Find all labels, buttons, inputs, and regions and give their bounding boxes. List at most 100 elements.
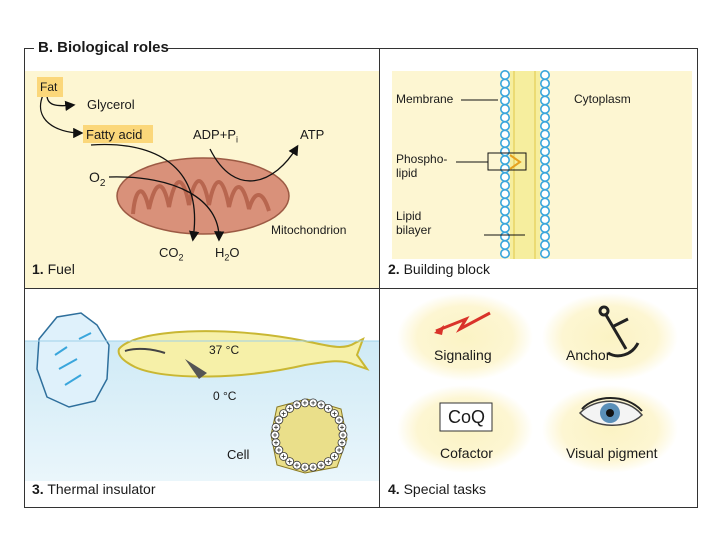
phospholipid-head	[500, 248, 511, 259]
phospholipid-head	[500, 180, 511, 191]
visual-glow	[542, 385, 678, 473]
phospholipid-head	[540, 95, 551, 106]
phospholipid-head	[500, 240, 511, 251]
phospholipid-head	[500, 95, 511, 106]
phospholipid-head	[540, 180, 551, 191]
phospholipid-head	[540, 121, 551, 132]
whale-mouth	[124, 347, 166, 354]
phospholipid-head	[500, 172, 511, 183]
fat-label: Fat	[40, 80, 58, 94]
special-svg	[397, 293, 678, 473]
anchor-label: Anchor	[566, 347, 611, 363]
thermal-svg	[25, 312, 379, 474]
h2o-label: H2O	[215, 245, 240, 263]
visual-pigment-label: Visual pigment	[566, 445, 658, 461]
phospholipid-head	[500, 223, 511, 234]
phospholipid-head	[540, 155, 551, 166]
coq-label: CoQ	[448, 407, 486, 427]
horizontal-divider	[24, 288, 698, 289]
anchor-glow	[542, 293, 678, 381]
phospholipid-head	[500, 206, 511, 217]
phospholipid-head	[500, 103, 511, 114]
mitochondrion-shape	[116, 157, 290, 235]
lipid-bilayer-label-line2: bilayer	[396, 223, 432, 237]
fatty-acid-box	[83, 125, 153, 143]
whale-fin	[185, 359, 207, 379]
fatty-acid-label: Fatty acid	[86, 127, 143, 142]
whale-shape	[117, 330, 370, 378]
eye-icon	[578, 397, 643, 426]
panel-fuel: Fat Glycerol Fatty acid ADP+Pi ATP O2 Mi…	[25, 49, 379, 288]
phospholipid-head	[540, 172, 551, 183]
signaling-icon	[435, 311, 491, 333]
phospholipid-head	[540, 78, 551, 89]
fat-to-glycerol-arrow	[46, 94, 76, 112]
phospholipid-head	[540, 138, 551, 149]
warm-temperature-label: 37 °C	[209, 343, 240, 357]
phospholipid-highlight-box	[487, 152, 527, 171]
phospholipid-head	[540, 197, 551, 208]
phospholipid-head	[540, 112, 551, 123]
cold-temperature-label: 0 °C	[213, 389, 237, 403]
adp-to-atp-arrow	[209, 144, 299, 182]
phospholipid-head	[540, 189, 551, 200]
panel-title-thermal-insulator: 3. Thermal insulator	[32, 481, 156, 497]
phospholipid-label-line1: Phospho-	[396, 152, 448, 166]
phospholipid-head	[540, 69, 551, 80]
phospholipid-head	[540, 214, 551, 225]
fuel-diagram-svg	[40, 94, 299, 242]
phospholipid-head	[540, 231, 551, 242]
phospholipid-head	[540, 146, 551, 157]
phospholipid-head	[500, 146, 511, 157]
membrane-label: Membrane	[396, 92, 454, 106]
phospholipid-head	[500, 78, 511, 89]
phospholipid-head	[540, 223, 551, 234]
phospholipid-head	[540, 206, 551, 217]
cell-label: Cell	[227, 447, 250, 462]
fat-box	[37, 77, 63, 97]
panel-title-fuel: 1. Fuel	[32, 261, 75, 277]
adp-pi-label: ADP+Pi	[193, 127, 238, 145]
phospholipid-head	[500, 86, 511, 97]
fatty-acid-to-co2-arrow	[90, 143, 200, 242]
iceberg-shape	[36, 312, 110, 408]
header-rule-right	[168, 48, 698, 49]
panel-special-tasks: Signaling Anchor CoQ Cofactor Visual pig…	[380, 289, 697, 507]
bilayer-svg	[456, 69, 551, 259]
signaling-label: Signaling	[434, 347, 492, 363]
phospholipid-head	[540, 163, 551, 174]
phospholipid-head	[540, 129, 551, 140]
panel-thermal-insulator: 37 °C 0 °C Cell 3. Thermal insulator	[25, 289, 379, 507]
figure-frame	[24, 48, 698, 508]
phospholipid-head	[500, 214, 511, 225]
panel-title-building-block: 2. Building block	[388, 261, 490, 277]
phospholipid-head	[540, 103, 551, 114]
anchor-icon	[598, 305, 640, 358]
mitochondrion-label: Mitochondrion	[271, 223, 347, 237]
phospholipid-head	[500, 121, 511, 132]
phospholipid-head	[500, 189, 511, 200]
cofactor-label: Cofactor	[440, 445, 493, 461]
panel-building-block: Membrane Cytoplasm Phospho- lipid Lipid …	[380, 49, 697, 288]
o2-label: O2	[89, 169, 106, 189]
co2-label: CO2	[159, 245, 184, 263]
vertical-divider	[379, 48, 380, 508]
lipid-bilayer-label-line1: Lipid	[396, 209, 422, 223]
panel-title-special-tasks: 4. Special tasks	[388, 481, 487, 497]
cytoplasm-label: Cytoplasm	[574, 92, 631, 106]
phospholipid-head	[540, 86, 551, 97]
phospholipid-label-line2: lipid	[396, 166, 418, 180]
phospholipid-head	[500, 197, 511, 208]
o2-to-h2o-arrow	[108, 176, 225, 242]
phospholipid-head	[500, 163, 511, 174]
phospholipid-head	[540, 240, 551, 251]
phospholipid-head	[500, 231, 511, 242]
mitochondrion-cristae	[131, 179, 271, 215]
phospholipid-head	[500, 69, 511, 80]
atp-label: ATP	[300, 127, 325, 142]
phospholipid-head	[500, 112, 511, 123]
fat-to-fatty-acid-arrow	[40, 94, 84, 139]
header-rule-left	[24, 48, 34, 49]
section-title: B. Biological roles	[38, 39, 169, 56]
coq-box	[439, 402, 493, 432]
